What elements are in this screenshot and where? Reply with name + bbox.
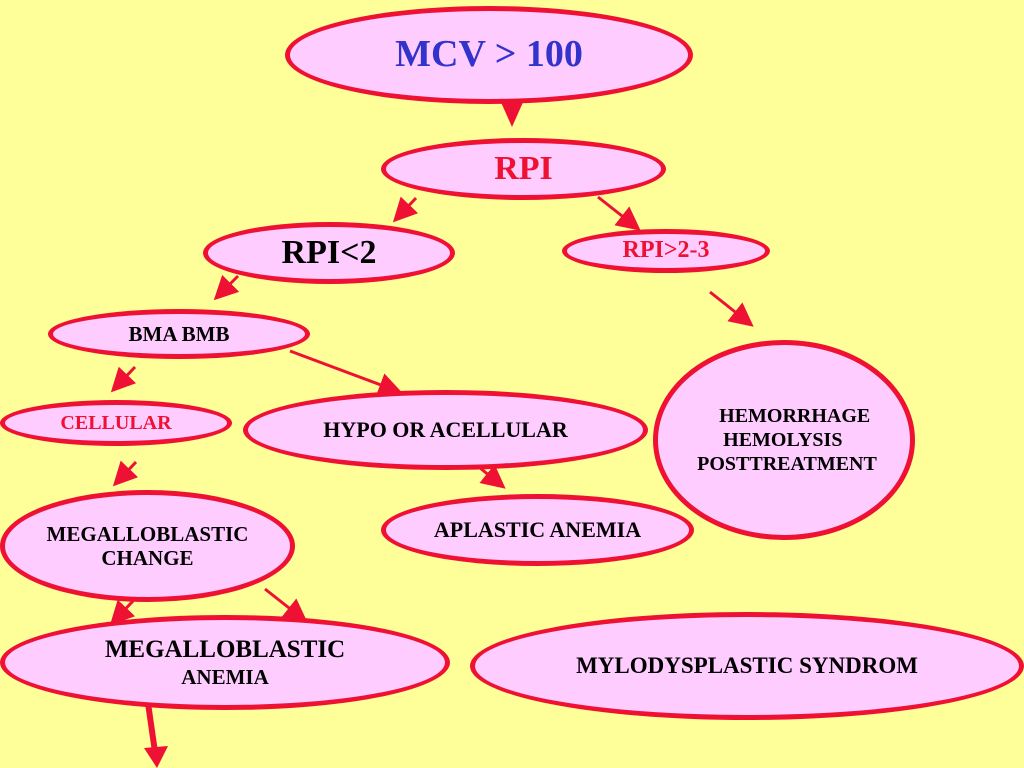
- arrow-megaloblastic-change-to-mylodysplastic: [264, 587, 308, 623]
- node-rpi-lt2: RPI<2: [203, 222, 455, 284]
- arrow-mcv-to-rpi: [500, 100, 524, 127]
- node-aplastic-anemia: APLASTIC ANEMIA: [381, 494, 694, 566]
- node-cellular: CELLULAR: [0, 400, 232, 446]
- node-mcv: MCV > 100: [285, 6, 693, 104]
- arrow-rpi-to-rpi-lt2: [392, 196, 419, 223]
- arrow-megaloblastic-anemia-down: [145, 702, 158, 753]
- arrow-megaloblastic-change-to-megaloblastic-anemia: [109, 599, 136, 626]
- arrow-cellular-to-megaloblastic-change: [112, 460, 139, 487]
- node-rpi-lt2-label: RPI<2: [281, 234, 377, 272]
- arrow-rpi-gt23-to-hemorrhage: [709, 290, 754, 327]
- arrow-rpi-to-rpi-gt23: [597, 195, 641, 231]
- node-megaloblastic-anemia: MEGALLOBLASTIC ANEMIA: [0, 615, 450, 710]
- arrow-bma-to-cellular: [110, 365, 137, 393]
- node-hypo-acellular: HYPO OR ACELLULAR: [243, 390, 648, 470]
- label-megaloblastic-anemia-1: MEGALLOBLASTIC: [104, 636, 346, 664]
- node-bma-bmb: BMA BMB: [48, 309, 310, 359]
- label-megaloblastic-change-1: MEGALLOBLASTIC: [46, 521, 249, 546]
- node-megaloblastic-anemia-lines: MEGALLOBLASTIC ANEMIA: [105, 636, 345, 689]
- node-rpi-label: RPI: [494, 150, 553, 188]
- arrow-megaloblastic-anemia-down-head: [144, 746, 168, 768]
- arrow-rpi-lt2-to-bma: [213, 274, 240, 301]
- node-rpi-gt23: RPI>2-3: [562, 229, 770, 273]
- node-rpi: RPI: [381, 138, 666, 200]
- node-aplastic-anemia-label: APLASTIC ANEMIA: [433, 517, 642, 543]
- node-rpi-gt23-label: RPI>2-3: [622, 237, 710, 264]
- arrow-bma-to-hypo: [289, 349, 403, 396]
- node-hemorrhage-lines: HEMORRHAGE HEMOLYSIS POSTTREATMENT: [697, 404, 877, 476]
- node-megaloblastic-change: MEGALLOBLASTIC CHANGE: [0, 490, 295, 602]
- node-hypo-acellular-label: HYPO OR ACELLULAR: [323, 417, 568, 443]
- node-hemorrhage-group: HEMORRHAGE HEMOLYSIS POSTTREATMENT: [653, 340, 915, 540]
- node-mcv-label: MCV > 100: [395, 33, 583, 76]
- label-megaloblastic-change-2: CHANGE: [101, 546, 194, 570]
- node-bma-bmb-label: BMA BMB: [128, 321, 230, 346]
- label-posttreatment: POSTTREATMENT: [697, 453, 877, 475]
- node-megaloblastic-change-lines: MEGALLOBLASTIC CHANGE: [47, 522, 249, 570]
- node-mylodysplastic-label: MYLODYSPLASTIC SYNDROM: [576, 652, 918, 678]
- node-cellular-label: CELLULAR: [60, 411, 172, 434]
- label-hemolysis: HEMOLYSIS: [723, 429, 843, 451]
- label-hemorrhage: HEMORRHAGE: [719, 405, 871, 427]
- node-mylodysplastic-syndrom: MYLODYSPLASTIC SYNDROM: [470, 612, 1024, 720]
- label-megaloblastic-anemia-2: ANEMIA: [181, 664, 269, 689]
